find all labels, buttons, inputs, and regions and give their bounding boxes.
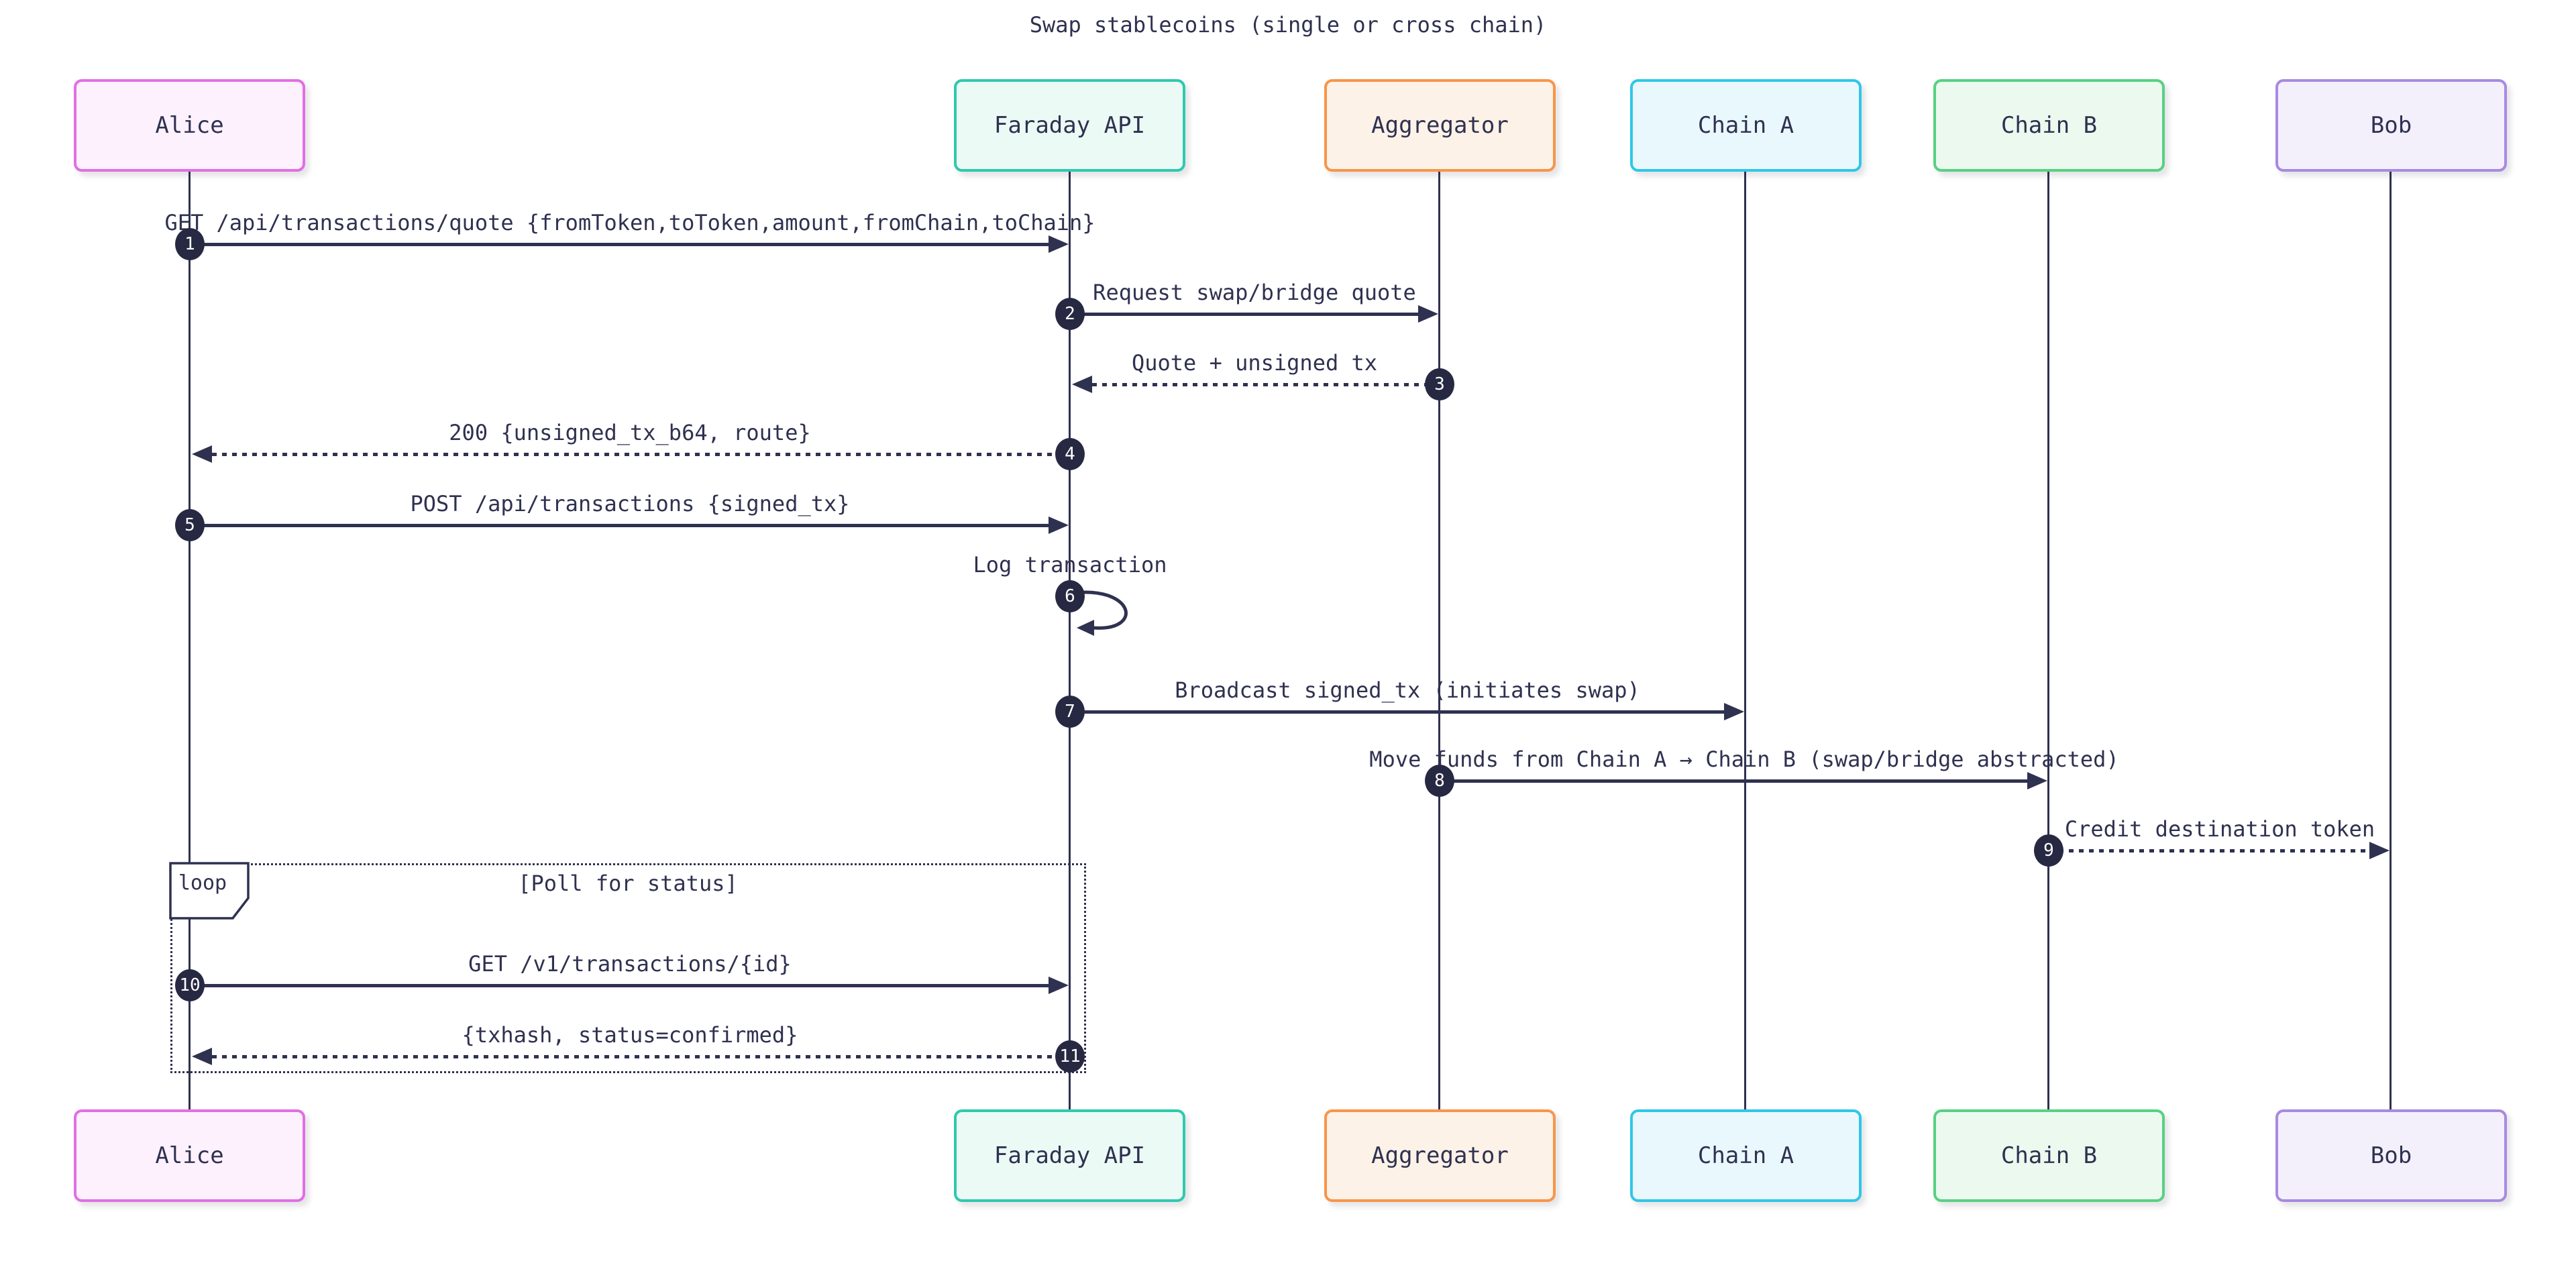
actor-chain-b-bottom: Chain B bbox=[1933, 1109, 2165, 1202]
loop-label-shape bbox=[169, 862, 250, 920]
actor-alice-bottom: Alice bbox=[74, 1109, 305, 1202]
message-6-number-badge: 6 bbox=[1055, 580, 1085, 612]
message-10-label: GET /v1/transactions/{id} bbox=[468, 951, 792, 977]
lifeline-bob bbox=[2390, 172, 2392, 1109]
message-7-arrowhead-icon bbox=[1724, 703, 1744, 720]
actor-chain-a-label: Chain A bbox=[1697, 112, 1794, 139]
loop-label: loop bbox=[169, 862, 251, 921]
actor-chain-a-label-bottom: Chain A bbox=[1697, 1142, 1794, 1169]
actor-aggregator-bottom: Aggregator bbox=[1324, 1109, 1556, 1202]
message-1-label: GET /api/transactions/quote {fromToken,t… bbox=[164, 210, 1095, 235]
message-6-self-loop-arrow bbox=[1073, 590, 1128, 636]
lifeline-alice bbox=[189, 172, 191, 1109]
message-8-arrow bbox=[1440, 779, 2027, 783]
actor-aggregator-label: Aggregator bbox=[1371, 112, 1509, 139]
actor-aggregator-top: Aggregator bbox=[1324, 79, 1556, 172]
message-3-arrowhead-icon bbox=[1072, 376, 1092, 393]
actor-alice-label: Alice bbox=[155, 112, 224, 139]
actor-bob-label: Bob bbox=[2370, 112, 2412, 139]
actor-chain-b-top: Chain B bbox=[1933, 79, 2165, 172]
message-1-arrowhead-icon bbox=[1049, 235, 1069, 253]
message-10-arrow bbox=[190, 984, 1049, 987]
message-2-arrow bbox=[1070, 313, 1418, 316]
message-8-arrowhead-icon bbox=[2027, 772, 2047, 789]
message-3-label: Quote + unsigned tx bbox=[1131, 350, 1378, 376]
diagram-title: Swap stablecoins (single or cross chain) bbox=[1029, 12, 1547, 38]
actor-chain-a-bottom: Chain A bbox=[1630, 1109, 1862, 1202]
message-5-label: POST /api/transactions {signed_tx} bbox=[410, 491, 850, 516]
loop-condition: [Poll for status] bbox=[518, 871, 738, 896]
message-2-number-badge: 2 bbox=[1055, 298, 1085, 330]
message-7-arrow bbox=[1070, 710, 1724, 714]
message-5-arrowhead-icon bbox=[1049, 516, 1069, 534]
actor-alice-label-bottom: Alice bbox=[155, 1142, 224, 1169]
lifeline-chain-a bbox=[1744, 172, 1746, 1109]
lifeline-faraday-api bbox=[1069, 172, 1071, 1109]
actor-alice-top: Alice bbox=[74, 79, 305, 172]
message-2-arrowhead-icon bbox=[1418, 305, 1438, 323]
message-4-number-badge: 4 bbox=[1055, 438, 1085, 470]
actor-aggregator-label-bottom: Aggregator bbox=[1371, 1142, 1509, 1169]
lifeline-aggregator bbox=[1438, 172, 1440, 1109]
message-9-arrowhead-icon bbox=[2369, 842, 2390, 859]
actor-bob-top: Bob bbox=[2275, 79, 2507, 172]
message-8-label: Move funds from Chain A → Chain B (swap/… bbox=[1369, 747, 2119, 772]
message-10-number-badge: 10 bbox=[175, 969, 205, 1001]
message-4-arrowhead-icon bbox=[192, 445, 212, 463]
actor-faraday-api-label: Faraday API bbox=[994, 112, 1146, 139]
message-7-label: Broadcast signed_tx (initiates swap) bbox=[1175, 677, 1640, 703]
actor-faraday-api-top: Faraday API bbox=[954, 79, 1185, 172]
message-5-number-badge: 5 bbox=[175, 509, 205, 541]
message-11-label: {txhash, status=confirmed} bbox=[462, 1022, 798, 1048]
message-9-arrow bbox=[2049, 849, 2369, 853]
actor-faraday-api-label-bottom: Faraday API bbox=[994, 1142, 1146, 1169]
message-8-number-badge: 8 bbox=[1425, 765, 1454, 797]
actor-chain-b-label: Chain B bbox=[2000, 112, 2098, 139]
message-7-number-badge: 7 bbox=[1055, 696, 1085, 728]
message-9-label: Credit destination token bbox=[2064, 816, 2375, 842]
lifeline-chain-b bbox=[2047, 172, 2049, 1109]
actor-faraday-api-bottom: Faraday API bbox=[954, 1109, 1185, 1202]
actor-chain-a-top: Chain A bbox=[1630, 79, 1862, 172]
message-11-arrowhead-icon bbox=[192, 1048, 212, 1065]
message-10-arrowhead-icon bbox=[1049, 977, 1069, 994]
message-1-arrow bbox=[190, 243, 1049, 246]
loop-label-text: loop bbox=[178, 871, 227, 895]
message-11-arrow bbox=[212, 1055, 1070, 1058]
actor-bob-bottom: Bob bbox=[2275, 1109, 2507, 1202]
message-3-number-badge: 3 bbox=[1425, 368, 1454, 400]
message-11-number-badge: 11 bbox=[1055, 1040, 1085, 1073]
message-4-arrow bbox=[212, 453, 1070, 456]
message-3-arrow bbox=[1092, 383, 1440, 386]
actor-chain-b-label-bottom: Chain B bbox=[2000, 1142, 2098, 1169]
message-4-label: 200 {unsigned_tx_b64, route} bbox=[449, 420, 811, 445]
message-1-number-badge: 1 bbox=[175, 228, 205, 260]
message-2-label: Request swap/bridge quote bbox=[1093, 280, 1416, 305]
actor-bob-label-bottom: Bob bbox=[2370, 1142, 2412, 1169]
loop-frame bbox=[170, 863, 1086, 1073]
message-5-arrow bbox=[190, 524, 1049, 527]
message-9-number-badge: 9 bbox=[2034, 834, 2063, 867]
message-6-label: Log transaction bbox=[973, 552, 1167, 578]
